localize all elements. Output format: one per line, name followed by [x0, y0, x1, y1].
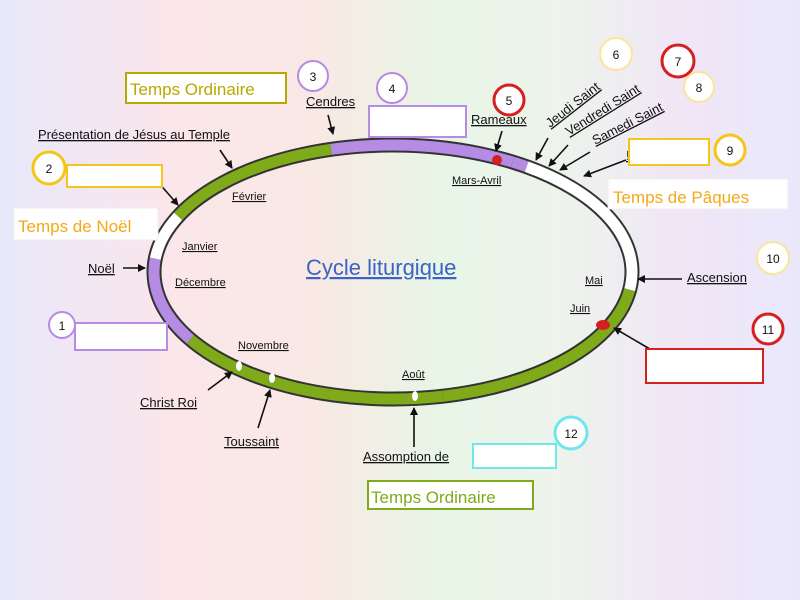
month-juin: Juin	[570, 303, 590, 315]
season-ordinaire-top-box	[125, 72, 287, 104]
ring-segment-careme	[330, 139, 515, 168]
arrow-toussaint	[257, 389, 272, 429]
christ-roi-ring-mark	[236, 361, 242, 371]
arrow-christ-roi	[207, 371, 233, 391]
month-mars-avril: Mars-Avril	[452, 175, 501, 187]
answer-box-11[interactable]	[645, 348, 764, 384]
svg-text:11: 11	[762, 323, 775, 337]
month-novembre: Novembre	[238, 340, 289, 352]
number-badge-6: 6	[599, 37, 633, 71]
month-fevrier: Février	[232, 191, 267, 203]
feast-noel: Noël	[88, 261, 115, 276]
ring-segment-ordinaire-septembre-novembre	[186, 335, 444, 405]
season-ordinaire-top-label: Temps Ordinaire	[130, 80, 255, 99]
feast-ascension: Ascension	[687, 270, 747, 285]
cycle-ring-segments	[148, 139, 638, 405]
ring-segment-noel	[149, 212, 183, 260]
ring-segment-paques	[524, 161, 638, 292]
arrow-paques	[583, 159, 627, 178]
answer-box-9[interactable]	[628, 138, 710, 166]
svg-text:6: 6	[613, 48, 620, 62]
arrow-samedi-saint	[559, 151, 591, 171]
assomption-ring-mark	[412, 391, 418, 401]
number-badge-12: 12	[553, 415, 589, 451]
answer-box-12[interactable]	[472, 443, 557, 469]
season-noel-label: Temps de Noël	[18, 217, 131, 236]
svg-text:5: 5	[506, 94, 513, 108]
number-badge-8: 8	[683, 71, 715, 103]
feast-presentation: Présentation de Jésus au Temple	[38, 127, 230, 142]
svg-text:2: 2	[46, 162, 53, 176]
number-badge-2: 2	[31, 150, 67, 186]
season-paques-label: Temps de Pâques	[613, 188, 749, 207]
svg-text:1: 1	[59, 319, 66, 333]
arrow-vendredi-saint	[548, 144, 569, 167]
answer-box-2[interactable]	[66, 164, 163, 188]
arrow-jeudi-saint	[535, 137, 549, 161]
number-badge-4: 4	[376, 72, 408, 104]
season-ordinaire-bottom-box	[367, 480, 534, 510]
svg-text:12: 12	[564, 427, 578, 441]
feast-assomption: Assomption de	[363, 449, 449, 464]
number-badge-5: 5	[492, 83, 526, 117]
toussaint-ring-mark	[269, 373, 275, 383]
ring-segment-ordinaire-hiver	[174, 143, 332, 221]
paques-ring-mark	[596, 320, 610, 330]
svg-text:9: 9	[727, 144, 734, 158]
month-decembre: Décembre	[175, 277, 226, 289]
rameaux-ring-mark	[492, 155, 502, 165]
arrow-rameaux	[494, 130, 503, 152]
feast-cendres: Cendres	[306, 94, 356, 109]
ring-segment-ordinaire-juin-aout	[442, 288, 635, 402]
season-ordinaire-bottom-label: Temps Ordinaire	[371, 488, 496, 507]
season-paques-box	[607, 178, 789, 210]
svg-text:4: 4	[389, 82, 396, 96]
number-badge-10: 10	[756, 241, 790, 275]
month-aout: Août	[402, 369, 425, 381]
number-badge-11: 11	[751, 312, 785, 346]
number-badge-9: 9	[713, 133, 747, 167]
jeudi-saint-ring-mark	[530, 165, 536, 175]
feast-rameaux: Rameaux	[471, 112, 527, 127]
feast-paques-mark: !	[626, 148, 630, 163]
svg-text:10: 10	[766, 252, 780, 266]
svg-text:3: 3	[310, 70, 317, 84]
svg-text:7: 7	[675, 55, 682, 69]
arrow-cendres	[327, 114, 336, 135]
ring-segment-avent	[148, 257, 194, 344]
diagram-title: Cycle liturgique	[306, 255, 456, 280]
arrow-presentation	[219, 149, 233, 169]
season-noel-box	[13, 207, 159, 241]
answer-box-4[interactable]	[368, 105, 467, 138]
answer-box-1[interactable]	[74, 322, 168, 351]
number-badge-7: 7	[660, 43, 696, 79]
number-badge-1: 1	[48, 311, 76, 339]
number-badge-3: 3	[297, 60, 329, 92]
month-janvier: Janvier	[182, 241, 218, 253]
feast-christ-roi: Christ Roi	[140, 395, 197, 410]
feast-toussaint: Toussaint	[224, 434, 279, 449]
month-mai: Mai	[585, 275, 603, 287]
svg-text:8: 8	[696, 81, 703, 95]
ring-segment-semaine-sainte	[510, 156, 529, 172]
